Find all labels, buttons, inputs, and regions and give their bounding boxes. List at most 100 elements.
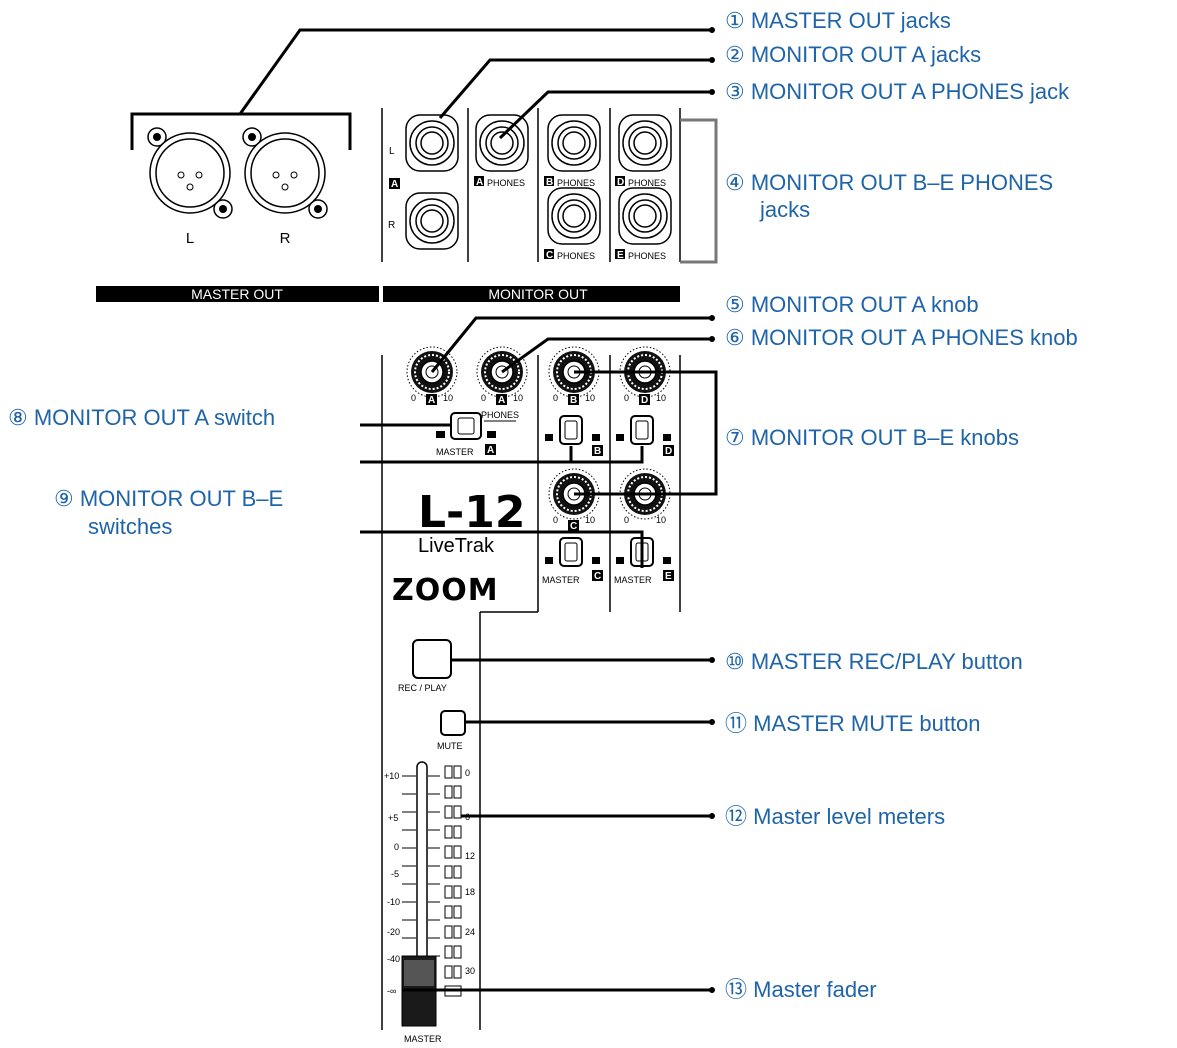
master-out-xlr-section: L R [130,112,352,247]
monitor-c-switch[interactable] [559,537,583,567]
phones-label-e: PHONES [628,251,666,261]
svg-text:0: 0 [553,515,558,525]
svg-text:D: D [641,395,648,406]
monitor-d-switch[interactable] [630,415,654,445]
monitor-out-strip-label: MONITOR OUT [488,286,588,302]
svg-text:A: A [487,445,494,456]
svg-text:E: E [617,250,624,261]
svg-text:+10: +10 [384,771,399,781]
rec-play-label: REC / PLAY [398,683,447,693]
monitor-d-phones-jack [618,114,672,172]
leader-lines [238,28,718,992]
svg-text:30: 30 [465,966,475,976]
phones-label-a: PHONES [487,178,525,188]
monitor-jack-left-label: L [389,146,395,157]
master-level-meters: 0 6 12 18 24 30 [444,765,475,997]
xlr-right-label: R [280,230,291,247]
svg-text:B: B [570,395,577,406]
phones-label-d: PHONES [628,178,666,188]
svg-text:18: 18 [465,887,475,897]
brand-logo: ZOOM [392,573,499,608]
svg-text:B: B [594,446,601,457]
phones-label-c: PHONES [557,251,595,261]
svg-text:A: A [498,395,505,406]
svg-text:D: D [617,177,624,188]
section-strip: MASTER OUT MONITOR OUT [96,286,680,302]
callout-13: ⑬ Master fader [725,977,877,1002]
svg-text:C: C [570,521,577,532]
svg-text:B: B [546,177,553,188]
rec-play-button[interactable] [412,639,452,679]
monitor-out-jack-section: L R A A PHONES B PHONES C PHONES D PHONE… [381,108,718,264]
svg-text:A: A [391,179,398,190]
svg-text:24: 24 [465,927,475,937]
phones-label-b: PHONES [557,178,595,188]
svg-text:-20: -20 [387,927,400,937]
callout-1: ① MASTER OUT jacks [725,8,951,33]
svg-text:10: 10 [585,393,595,403]
control-panel: 0 10 0 10 0 10 0 10 0 10 0 10 A A B D C … [381,346,681,1044]
callout-8: ⑧ MONITOR OUT A switch [8,405,275,430]
svg-text:-∞: -∞ [387,986,396,996]
leader-endpoints [709,27,715,993]
callout-labels: ① MASTER OUT jacks ② MONITOR OUT A jacks… [8,8,1078,1002]
svg-text:10: 10 [443,393,453,403]
svg-text:0: 0 [465,768,470,778]
svg-text:12: 12 [465,851,475,861]
fader-scale: +10 +5 0 -5 -10 -20 -40 -∞ [384,771,440,996]
svg-text:C: C [594,571,601,582]
callout-6: ⑥ MONITOR OUT A PHONES knob [725,325,1078,350]
svg-text:0: 0 [624,515,629,525]
svg-text:10: 10 [656,515,666,525]
svg-text:-10: -10 [387,897,400,907]
svg-text:E: E [665,571,672,582]
callout-4-line2: jacks [759,197,810,222]
monitor-b-phones-jack [547,114,601,172]
callout-7: ⑦ MONITOR OUT B–E knobs [725,425,1019,450]
monitor-c-phones-jack [547,187,601,245]
svg-text:A: A [428,395,435,406]
switch-a-phones-label: PHONES [481,410,519,420]
svg-text:10: 10 [513,393,523,403]
monitor-a-phones-jack [475,114,529,172]
master-out-strip-label: MASTER OUT [191,286,283,302]
svg-text:0: 0 [411,393,416,403]
monitor-jack-right-label: R [388,220,395,231]
monitor-a-switch[interactable] [450,412,482,440]
callout-9: ⑨ MONITOR OUT B–E [54,486,283,511]
svg-text:0: 0 [624,393,629,403]
svg-text:-40: -40 [387,954,400,964]
xlr-jack-right [242,127,328,219]
mute-button[interactable] [440,710,466,736]
callout-9-line2: switches [88,514,172,539]
callout-11: ⑪ MASTER MUTE button [725,711,981,736]
xlr-jack-left [147,127,233,219]
switch-a-master-label: MASTER [436,447,474,457]
svg-text:A: A [476,177,483,188]
mute-label: MUTE [437,741,463,751]
monitor-e-phones-jack [618,187,672,245]
callout-12: ⑫ Master level meters [725,804,945,829]
svg-text:+5: +5 [388,813,398,823]
svg-text:0: 0 [394,842,399,852]
svg-text:D: D [665,446,672,457]
svg-text:-5: -5 [391,869,399,879]
monitor-a-jack-right [405,192,459,250]
svg-text:10: 10 [585,515,595,525]
model-name: L-12 [418,487,526,538]
fader-track [416,761,428,973]
badge-a-jacks [389,178,400,189]
monitor-a-jack-left [405,114,459,172]
model-subtitle: LiveTrak [418,535,495,557]
callout-2: ② MONITOR OUT A jacks [725,42,981,67]
callout-3: ③ MONITOR OUT A PHONES jack [725,79,1070,104]
monitor-b-switch[interactable] [559,415,583,445]
callout-4: ④ MONITOR OUT B–E PHONES [725,170,1053,195]
svg-text:0: 0 [553,393,558,403]
svg-text:10: 10 [656,393,666,403]
callout-5: ⑤ MONITOR OUT A knob [725,292,979,317]
fader-master-label: MASTER [404,1034,442,1044]
svg-text:C: C [546,250,553,261]
svg-text:0: 0 [481,393,486,403]
